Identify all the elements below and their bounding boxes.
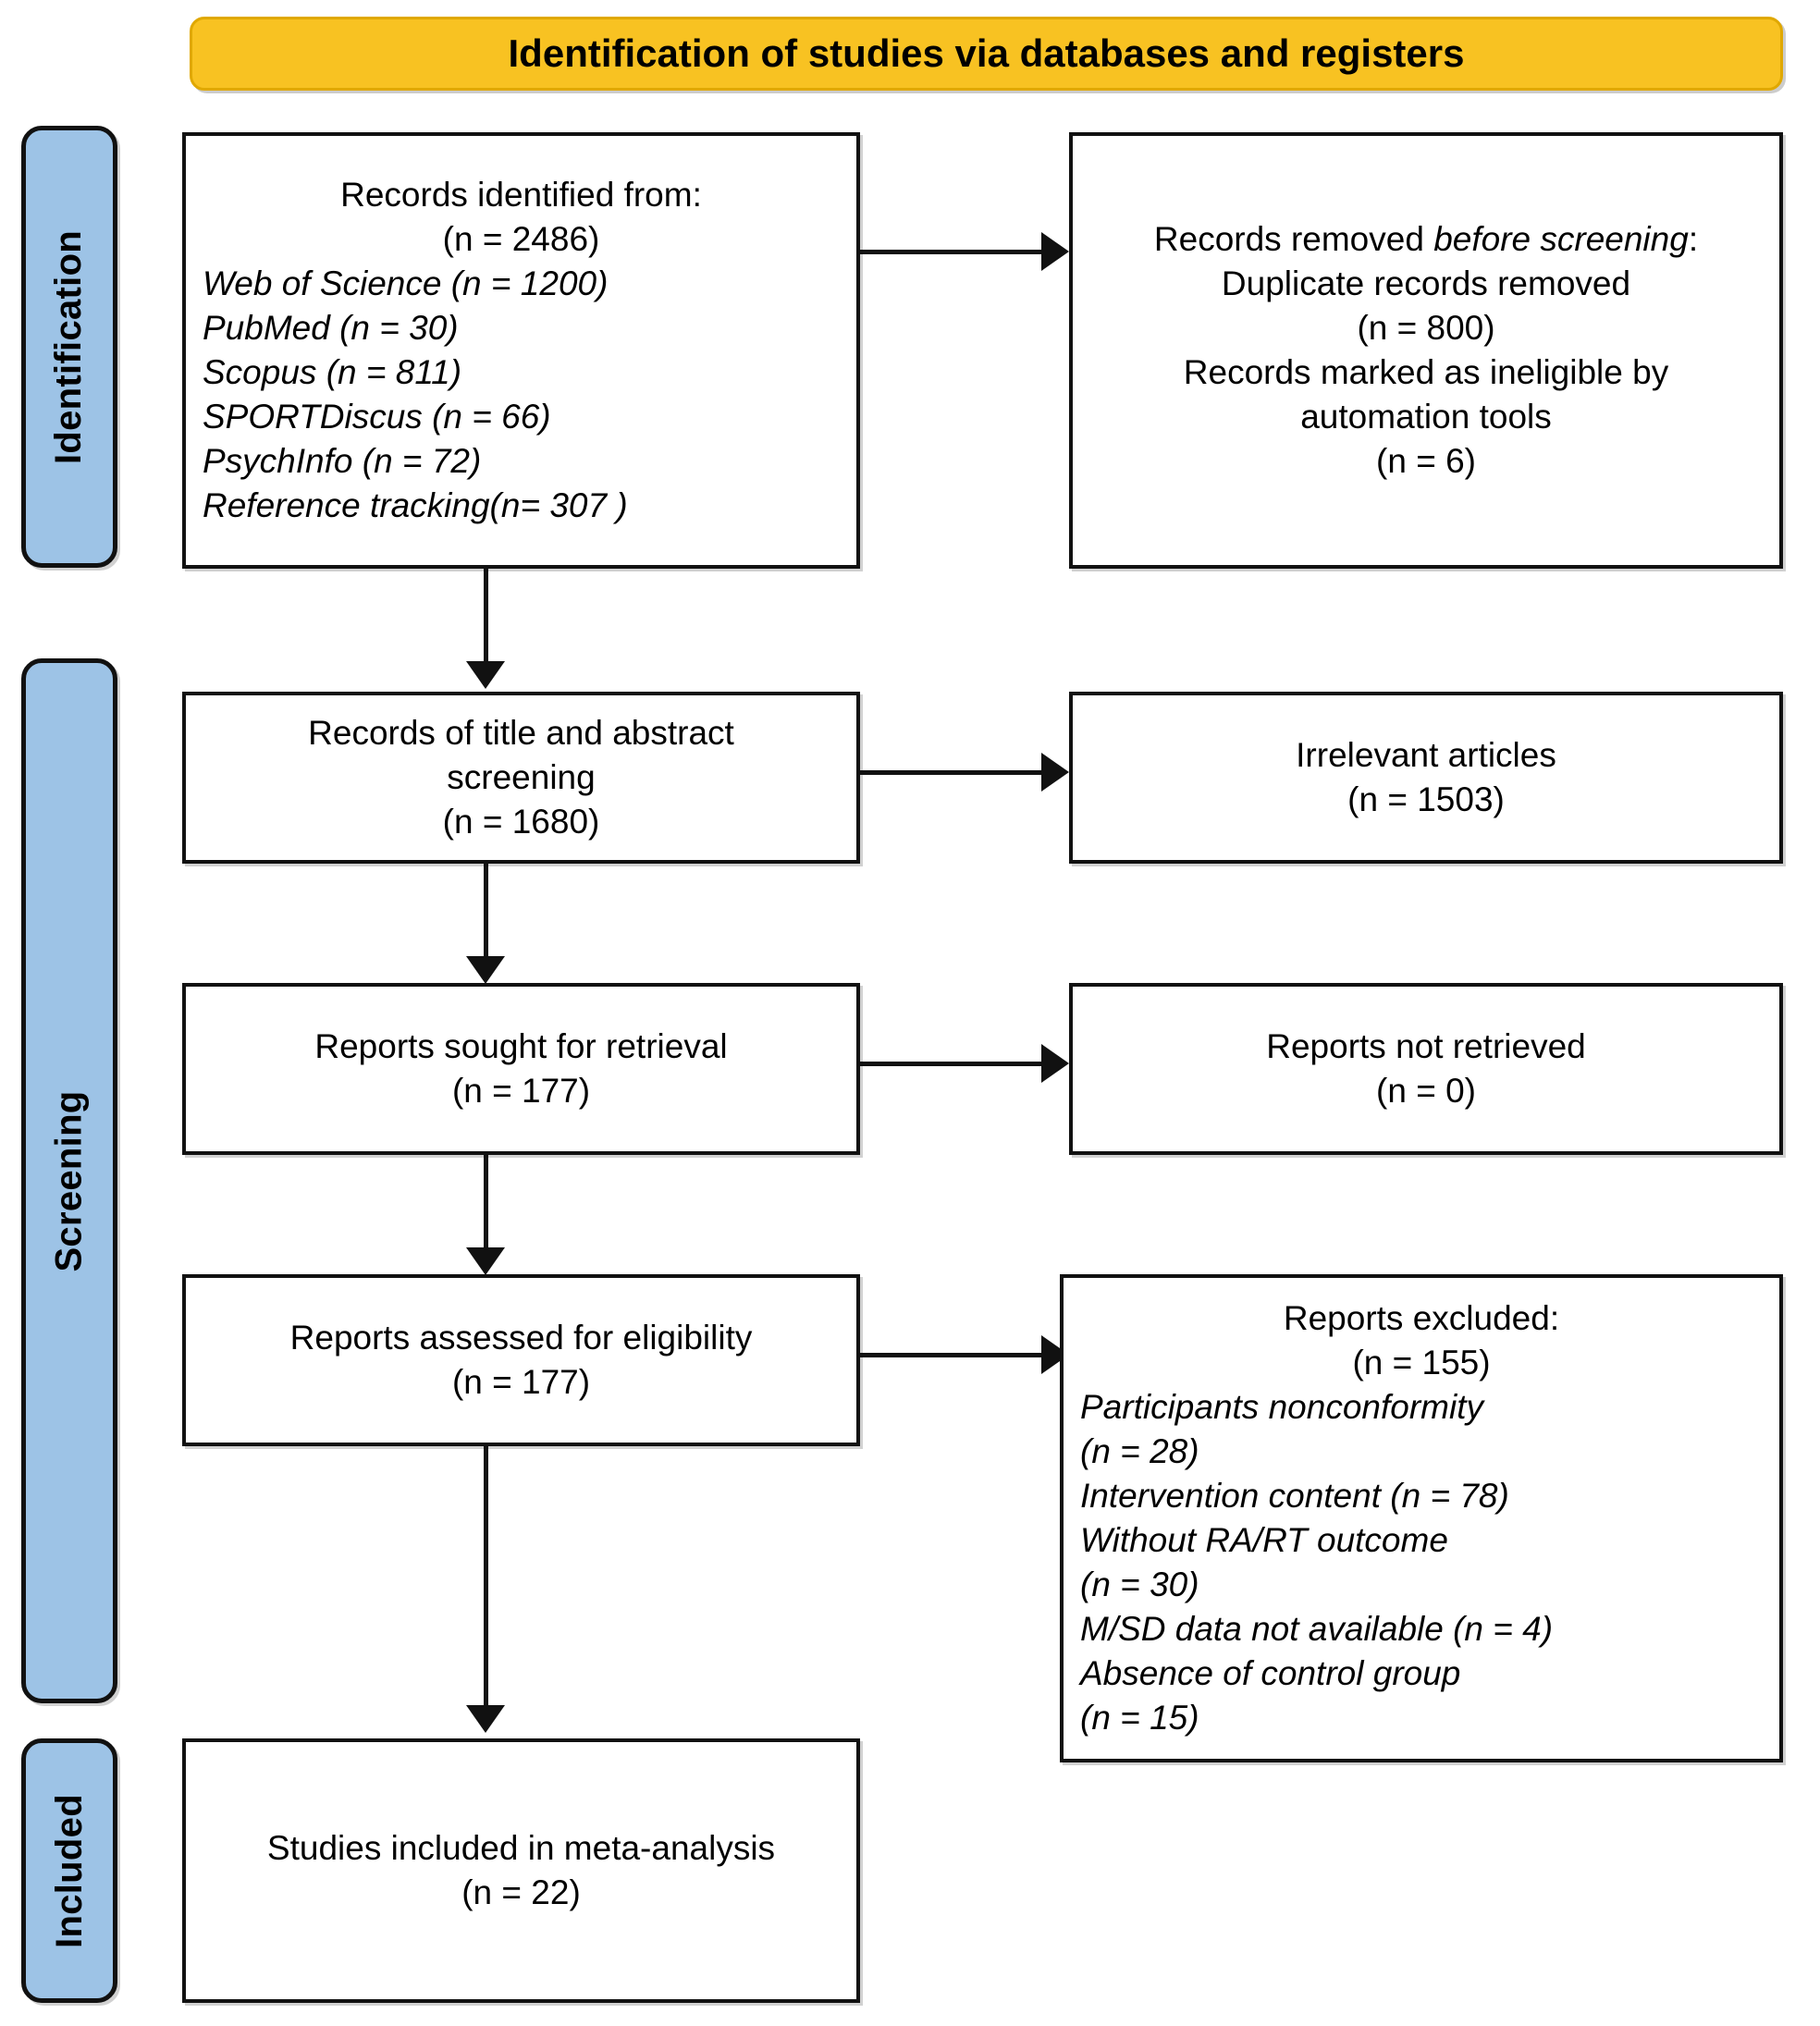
records-identified-source-2: Scopus (n = 811) <box>203 353 462 391</box>
records-removed-automation-n: (n = 6) <box>1376 442 1476 481</box>
not-retrieved-line1: Reports not retrieved <box>1266 1026 1586 1065</box>
records-removed-line4: Records marked as ineligible by <box>1183 353 1669 391</box>
phase-label-identification: Identification <box>48 229 90 464</box>
phase-bar-screening: Screening <box>21 658 117 1703</box>
box-records-removed: Records removed before screening: Duplic… <box>1069 132 1783 569</box>
connector-sought-to-not-retrieved <box>860 1062 1041 1066</box>
connector-screening-to-sought <box>484 864 488 965</box>
box-reports-excluded: Reports excluded: (n = 155) Participants… <box>1060 1274 1783 1762</box>
connector-screening-to-irrelevant <box>860 770 1041 775</box>
header-banner: Identification of studies via databases … <box>190 17 1783 91</box>
records-identified-source-1: PubMed (n = 30) <box>203 308 459 347</box>
screening-line1: Records of title and abstract <box>308 713 734 752</box>
reports-excluded-reason-6: Absence of control group <box>1080 1654 1461 1693</box>
studies-included-line1: Studies included in meta-analysis <box>266 1828 776 1867</box>
phase-label-included: Included <box>48 1793 90 1948</box>
reports-excluded-heading: Reports excluded: <box>1283 1298 1560 1337</box>
records-removed-line5: automation tools <box>1300 398 1552 436</box>
arrowhead-identified-to-screening <box>466 661 505 689</box>
records-identified-line1: Records identified from: <box>340 175 702 214</box>
phase-bar-identification: Identification <box>21 126 117 568</box>
arrowhead-assessed-to-included <box>466 1705 505 1733</box>
connector-assessed-to-included <box>484 1446 488 1714</box>
records-identified-source-4: PsychInfo (n = 72) <box>203 442 482 481</box>
arrowhead-sought-to-not-retrieved <box>1041 1044 1069 1083</box>
box-studies-included: Studies included in meta-analysis (n = 2… <box>182 1738 860 2003</box>
reports-excluded-reason-5: M/SD data not available (n = 4) <box>1080 1610 1554 1649</box>
arrowhead-screening-to-irrelevant <box>1041 753 1069 792</box>
connector-identified-to-screening <box>484 569 488 670</box>
box-title-abstract-screening: Records of title and abstract screening … <box>182 692 860 864</box>
records-removed-heading: Records removed before screening: <box>1153 219 1699 258</box>
studies-included-n: (n = 22) <box>461 1873 581 1911</box>
records-identified-source-0: Web of Science (n = 1200) <box>203 264 609 302</box>
box-irrelevant-articles: Irrelevant articles (n = 1503) <box>1069 692 1783 864</box>
reports-excluded-total: (n = 155) <box>1352 1343 1491 1381</box>
connector-identified-to-removed <box>860 250 1041 254</box>
records-removed-duplicates-n: (n = 800) <box>1357 308 1495 347</box>
reports-excluded-reason-0: Participants nonconformity <box>1080 1387 1483 1426</box>
records-removed-line2: Duplicate records removed <box>1221 264 1631 302</box>
reports-excluded-reason-1: (n = 28) <box>1080 1431 1199 1470</box>
reports-sought-n: (n = 177) <box>451 1072 591 1110</box>
connector-assessed-to-excluded <box>860 1353 1041 1357</box>
reports-assessed-n: (n = 177) <box>451 1363 591 1401</box>
irrelevant-n: (n = 1503) <box>1347 780 1505 818</box>
phase-label-screening: Screening <box>48 1089 90 1272</box>
reports-assessed-line1: Reports assessed for eligibility <box>289 1318 753 1357</box>
reports-excluded-reason-3: Without RA/RT outcome <box>1080 1521 1448 1559</box>
connector-sought-to-assessed <box>484 1155 488 1257</box>
box-records-identified: Records identified from: (n = 2486) Web … <box>182 132 860 569</box>
records-identified-total: (n = 2486) <box>442 219 600 258</box>
reports-excluded-reason-2: Intervention content (n = 78) <box>1080 1476 1509 1515</box>
box-reports-assessed: Reports assessed for eligibility (n = 17… <box>182 1274 860 1446</box>
arrowhead-identified-to-removed <box>1041 232 1069 271</box>
reports-excluded-reason-4: (n = 30) <box>1080 1566 1199 1604</box>
box-reports-not-retrieved: Reports not retrieved (n = 0) <box>1069 983 1783 1155</box>
records-identified-source-3: SPORTDiscus (n = 66) <box>203 398 551 436</box>
arrowhead-sought-to-assessed <box>466 1247 505 1275</box>
header-title: Identification of studies via databases … <box>508 31 1465 75</box>
records-identified-source-5: Reference tracking(n= 307 ) <box>203 486 628 525</box>
irrelevant-line1: Irrelevant articles <box>1296 735 1556 774</box>
box-reports-sought: Reports sought for retrieval (n = 177) <box>182 983 860 1155</box>
arrowhead-screening-to-sought <box>466 956 505 984</box>
phase-bar-included: Included <box>21 1738 117 2003</box>
screening-n: (n = 1680) <box>442 803 600 841</box>
reports-excluded-reason-7: (n = 15) <box>1080 1699 1199 1737</box>
reports-sought-line1: Reports sought for retrieval <box>314 1026 728 1065</box>
screening-line2: screening <box>447 757 596 796</box>
not-retrieved-n: (n = 0) <box>1376 1072 1476 1110</box>
